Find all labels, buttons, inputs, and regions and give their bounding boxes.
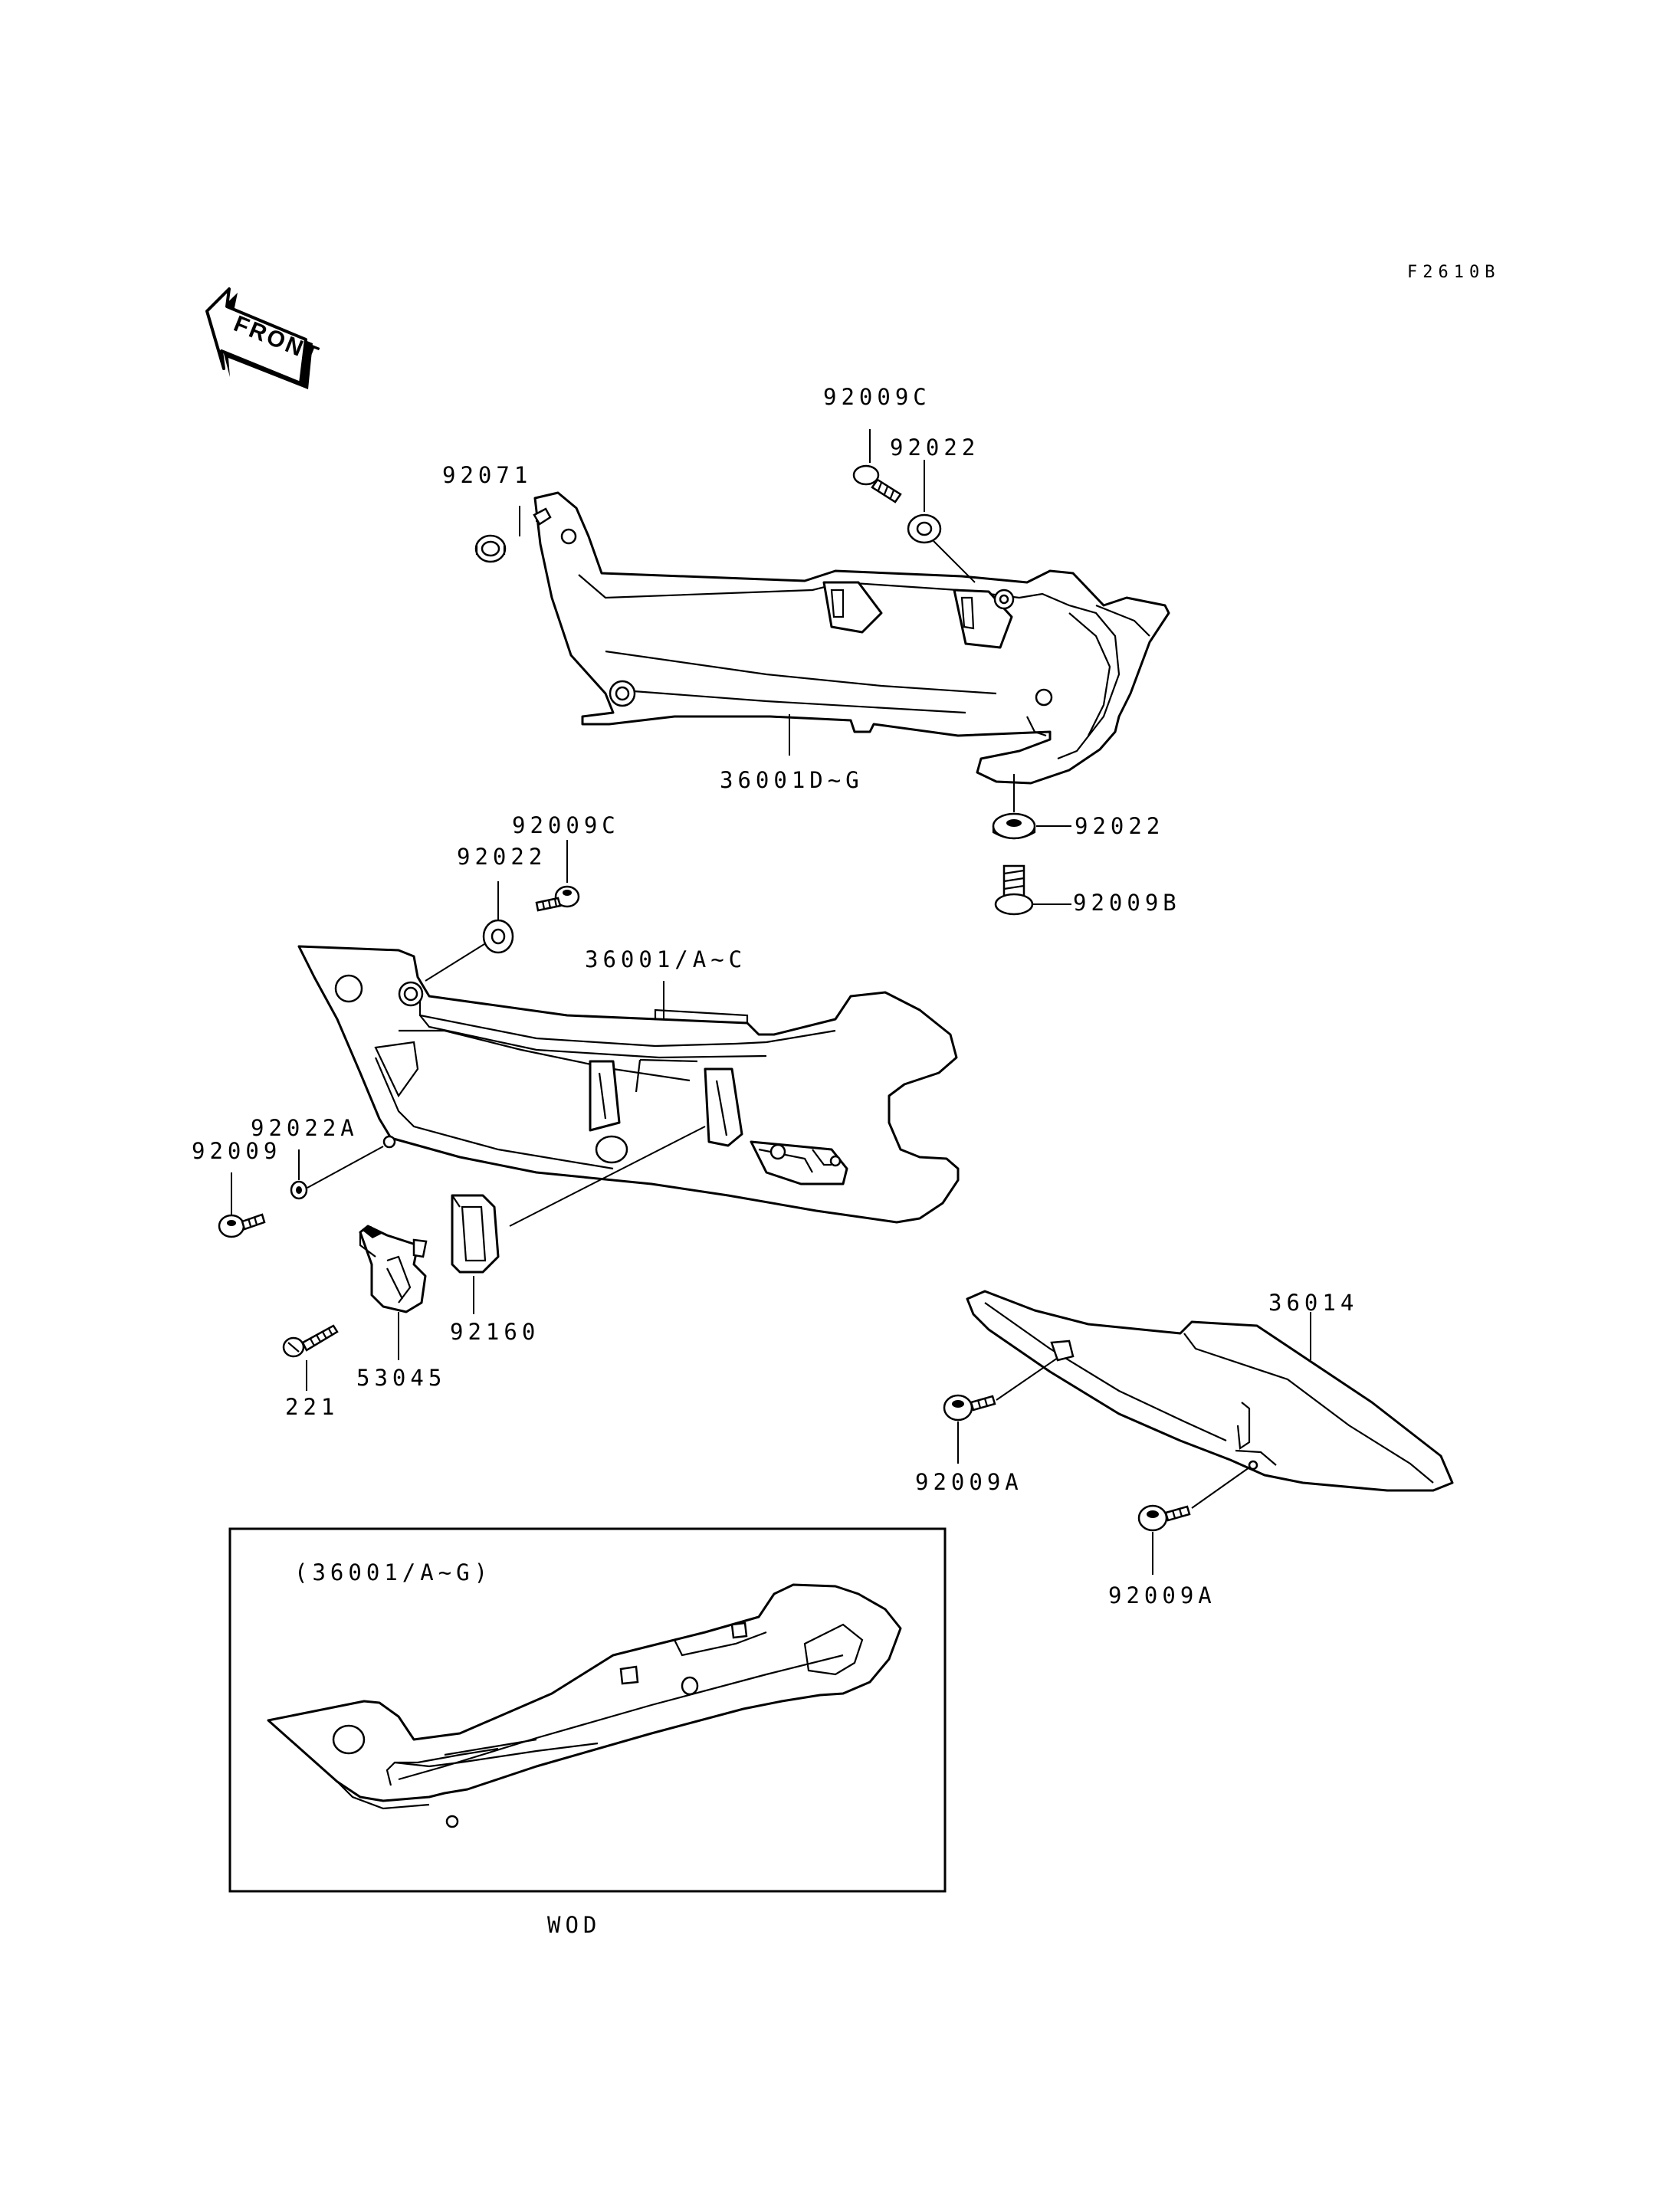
bolt-92009b bbox=[994, 864, 1034, 916]
part-label-221: 221 bbox=[285, 1394, 339, 1420]
grommet-92160 bbox=[451, 1194, 500, 1274]
front-arrow-icon: FRONT bbox=[205, 287, 323, 389]
bolt-92009a-right bbox=[1137, 1504, 1191, 1532]
mount-hole bbox=[334, 974, 363, 1003]
part-label-92009c-top: 92009C bbox=[823, 384, 931, 410]
part-label-92009a-left: 92009A bbox=[915, 1469, 1023, 1495]
part-label-92009a-right: 92009A bbox=[1108, 1582, 1216, 1608]
screw-221 bbox=[282, 1324, 339, 1358]
bolt-92009 bbox=[218, 1213, 266, 1238]
side-cover-36014 bbox=[966, 1290, 1454, 1492]
inset-cowl-36001ag bbox=[267, 1583, 902, 1828]
inset-label: (36001/A~G) bbox=[294, 1559, 492, 1585]
bolt-92009a-left bbox=[943, 1394, 996, 1421]
part-label-92022-mid: 92022 bbox=[457, 844, 546, 870]
part-label-92022-right: 92022 bbox=[1075, 813, 1164, 839]
part-label-92160: 92160 bbox=[450, 1319, 540, 1345]
part-label-92009c-mid: 92009C bbox=[512, 812, 620, 838]
part-label-92009: 92009 bbox=[192, 1138, 281, 1164]
inset-box bbox=[228, 1527, 947, 1893]
mount-hole bbox=[560, 528, 577, 545]
clip-53045 bbox=[359, 1225, 428, 1313]
part-label-92071: 92071 bbox=[442, 462, 532, 488]
figure-code: F2610B bbox=[1407, 263, 1500, 282]
part-label-53045: 53045 bbox=[356, 1365, 446, 1391]
nut-92022a bbox=[290, 1180, 308, 1200]
washer-92022-top bbox=[907, 513, 942, 544]
part-label-92009b: 92009B bbox=[1073, 890, 1181, 916]
washer-92022-right bbox=[992, 812, 1036, 840]
bolt-92009c-top bbox=[852, 464, 902, 503]
washer-92022-mid bbox=[482, 919, 514, 954]
inset-caption: WOD bbox=[547, 1912, 601, 1938]
part-label-92022a: 92022A bbox=[251, 1115, 359, 1141]
part-label-92022-top: 92022 bbox=[890, 434, 979, 461]
part-label-36001ac: 36001/A~C bbox=[585, 946, 746, 972]
lower-cowl-36001ac bbox=[297, 945, 960, 1224]
bolt-92009c-mid bbox=[535, 885, 580, 912]
part-label-36014: 36014 bbox=[1268, 1290, 1358, 1316]
part-label-36001dg: 36001D~G bbox=[720, 767, 864, 793]
bolt-92071 bbox=[474, 534, 507, 563]
lower-cowl-rear-36001dg bbox=[533, 491, 1170, 785]
